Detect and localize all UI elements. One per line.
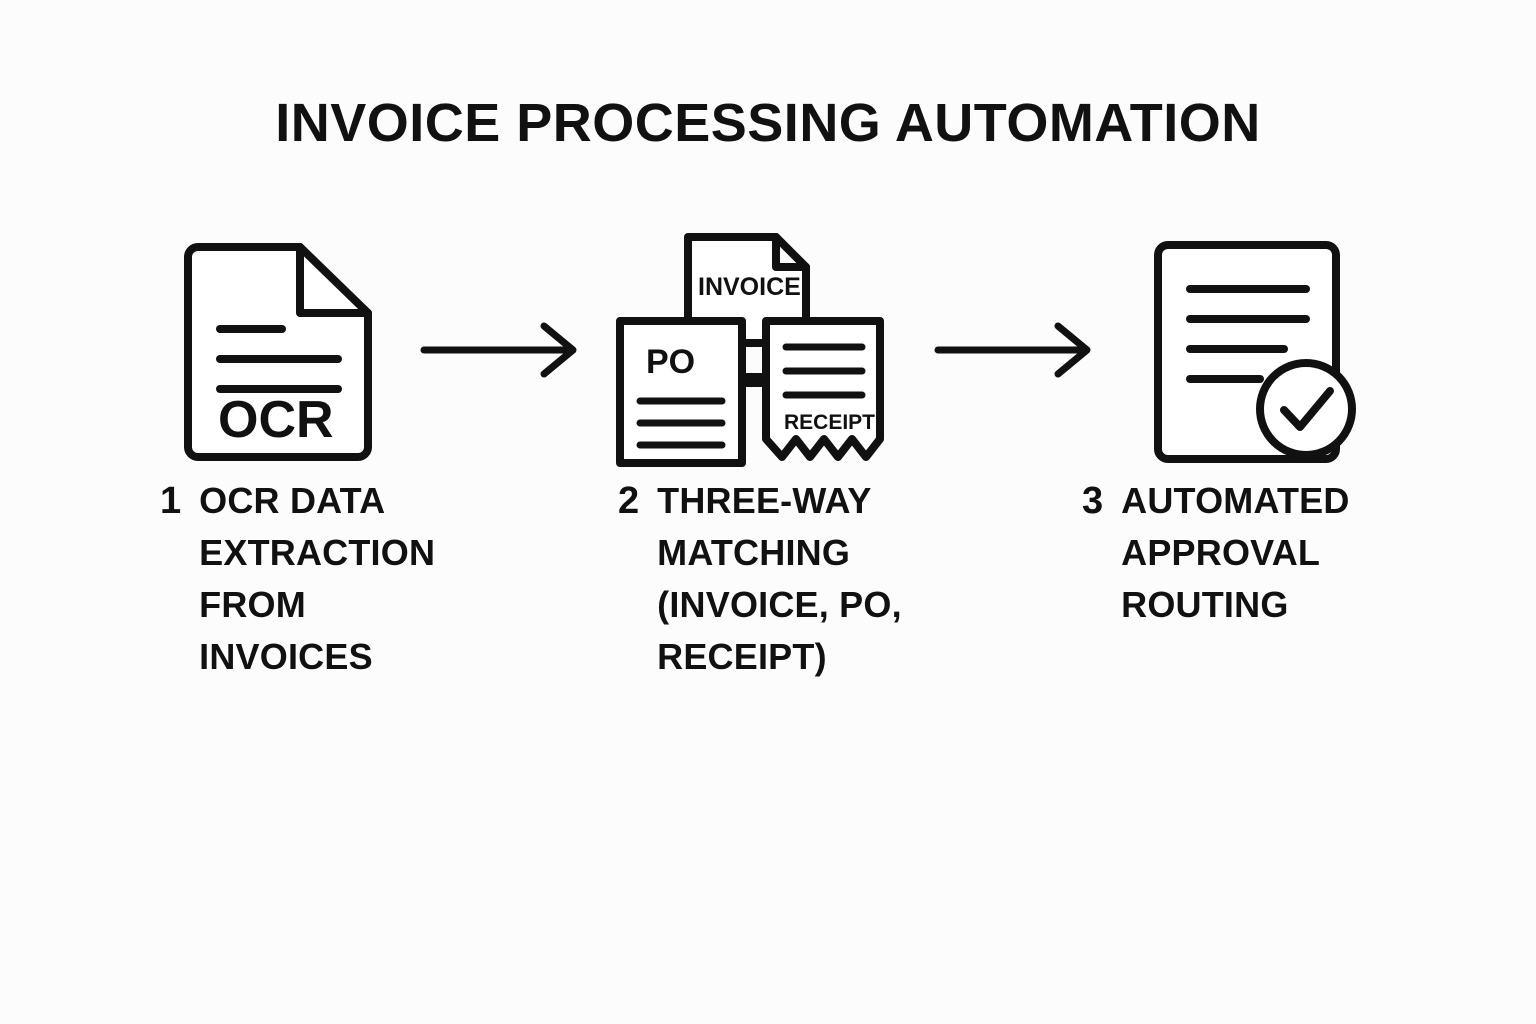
invoice-sheet: INVOICE [684,233,810,347]
check-circle-icon [1256,359,1356,459]
three-way-match-icon: INVOICE PO [616,233,884,467]
step-3: 3 AUTOMATED APPROVAL ROUTING [1072,225,1402,631]
step-3-icon-area [1072,225,1402,475]
page-title: INVOICE PROCESSING AUTOMATION [275,93,1261,153]
ocr-document-icon: OCR [184,243,372,461]
ocr-label: OCR [218,391,334,449]
step-2-number: 2 [618,480,640,522]
step-1-label: OCR DATA EXTRACTION FROM INVOICES [199,480,436,677]
arrow-step2-to-step3 [932,320,1112,385]
step-3-number: 3 [1082,480,1104,522]
po-label: PO [646,343,695,381]
step-2-icon-area: INVOICE PO [608,225,938,475]
steps-row: OCR 1 OCR DATA EXTRACTION FROM INVOICES … [0,225,1536,745]
step-1: OCR 1 OCR DATA EXTRACTION FROM INVOICES [150,225,480,683]
step-1-number: 1 [160,480,182,522]
step-2: INVOICE PO [608,225,938,683]
step-3-label: AUTOMATED APPROVAL ROUTING [1121,480,1350,625]
arrow-step1-to-step2 [418,320,598,385]
receipt-sheet: RECEIPT [762,317,884,461]
step-2-caption: 2 THREE-WAY MATCHING (INVOICE, PO, RECEI… [608,475,938,683]
step-1-icon-area: OCR [150,225,480,475]
receipt-label: RECEIPT [784,411,875,434]
step-2-label: THREE-WAY MATCHING (INVOICE, PO, RECEIPT… [657,480,902,677]
po-sheet: PO [616,317,746,467]
invoice-label: INVOICE [698,273,801,301]
approved-document-icon [1154,241,1356,463]
step-1-caption: 1 OCR DATA EXTRACTION FROM INVOICES [150,475,480,683]
step-3-caption: 3 AUTOMATED APPROVAL ROUTING [1072,475,1402,631]
